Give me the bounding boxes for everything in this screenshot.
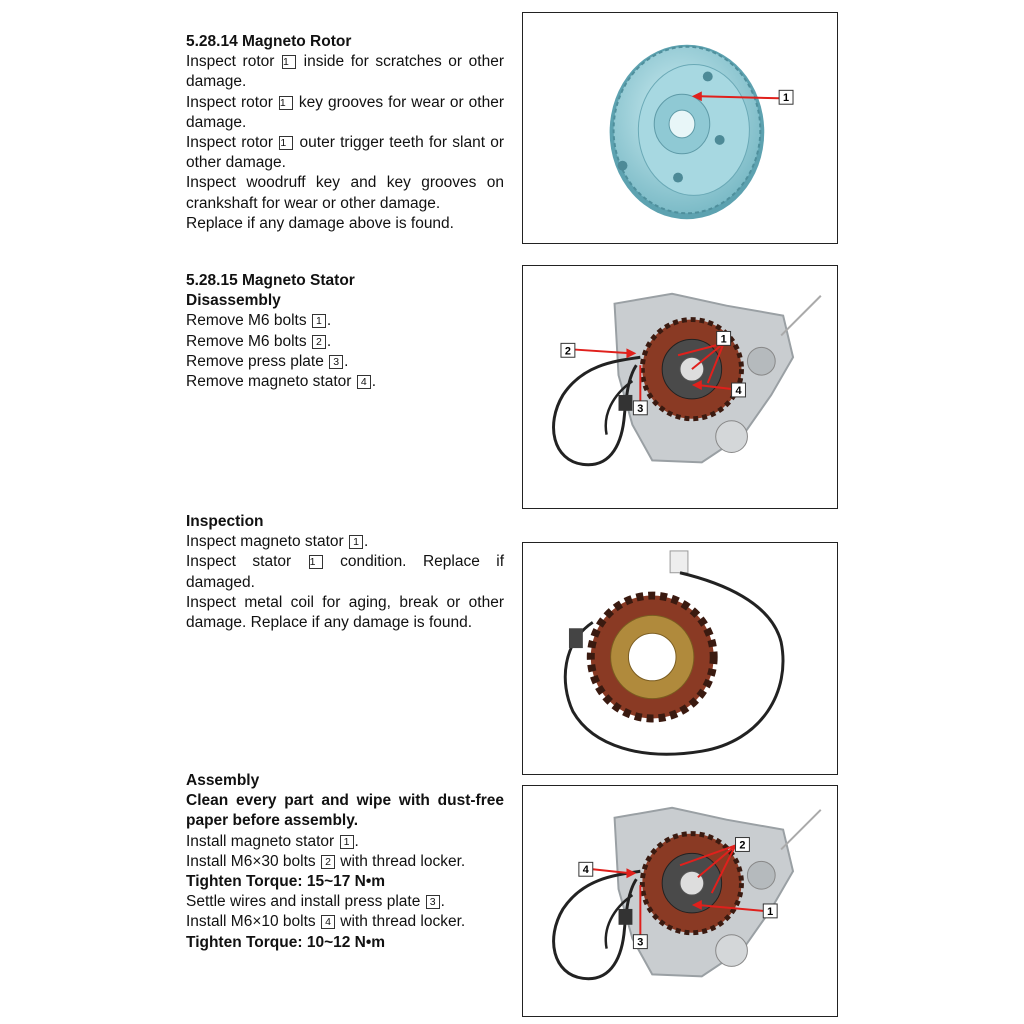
stator-assembly-illustration: 1 2 3 4 xyxy=(552,806,822,981)
callout-label-3: 3 xyxy=(637,937,643,949)
rotor-line-1: Inspect rotor 1 inside for scratches or … xyxy=(186,53,504,91)
stator-inspection-figure xyxy=(522,542,838,775)
callout-label-1: 1 xyxy=(767,906,773,918)
rotor-line-3: Inspect rotor 1 outer trigger teeth for … xyxy=(186,134,505,172)
callout-label-4: 4 xyxy=(735,385,741,397)
callout-ref-1: 1 xyxy=(279,136,294,151)
assembly-heading: Assembly xyxy=(186,772,260,789)
callout-ref-1: 1 xyxy=(278,95,293,110)
callout-label-3: 3 xyxy=(637,403,643,415)
assembly-line-1: Install magneto stator 1. xyxy=(186,832,359,850)
assembly-text: Assembly Clean every part and wipe with … xyxy=(186,771,504,953)
rotor-figure: 1 xyxy=(522,12,838,244)
callout-ref-4: 4 xyxy=(356,375,371,390)
torque-2: Tighten Torque: 10~12 N•m xyxy=(186,933,386,951)
callout-ref-1: 1 xyxy=(308,555,323,570)
callout-label-1: 1 xyxy=(721,333,727,345)
callout-ref-1: 1 xyxy=(348,535,363,550)
assembly-line-4: Install M6×10 bolts 4 with thread locker… xyxy=(186,913,466,931)
callout-label-1: 1 xyxy=(783,92,789,104)
inspection-line-3: Inspect metal coil for aging, break or o… xyxy=(186,593,504,632)
stator-disassembly-figure: 1 2 3 4 xyxy=(522,265,838,509)
callout-ref-1: 1 xyxy=(282,55,297,70)
assembly-line-2: Install M6×30 bolts 2 with thread locker… xyxy=(186,852,466,870)
stator-text: 5.28.15 Magneto Stator Disassembly Remov… xyxy=(186,271,504,392)
inspection-text: Inspection Inspect magneto stator 1. Ins… xyxy=(186,512,504,633)
callout-ref-1: 1 xyxy=(311,314,326,329)
callout-label-4: 4 xyxy=(583,864,589,876)
rotor-line-2: Inspect rotor 1 key grooves for wear or … xyxy=(186,93,504,131)
callout-ref-2: 2 xyxy=(320,854,335,869)
rotor-line-5: Replace if any damage above is found. xyxy=(186,214,454,232)
rotor-heading: 5.28.14 Magneto Rotor xyxy=(186,33,352,50)
callout-ref-2: 2 xyxy=(311,334,326,349)
callout-ref-3: 3 xyxy=(425,895,440,910)
callout-ref-3: 3 xyxy=(329,354,344,369)
stator-assembly-figure: 1 2 3 4 xyxy=(522,785,838,1017)
callout-label-2: 2 xyxy=(739,839,745,851)
stator-line-4: Remove magneto stator 4. xyxy=(186,373,377,391)
stator-line-2: Remove M6 bolts 2. xyxy=(186,332,332,350)
assembly-note: Clean every part and wipe with dust-free… xyxy=(186,792,504,830)
callout-label-2: 2 xyxy=(565,345,571,357)
inspection-line-2: Inspect stator 1 condition. Replace if d… xyxy=(186,553,505,591)
assembly-line-3: Settle wires and install press plate 3. xyxy=(186,893,445,911)
callout-arrow xyxy=(699,95,780,100)
callout-ref-1: 1 xyxy=(339,834,354,849)
stator-heading: 5.28.15 Magneto Stator xyxy=(186,272,355,289)
disassembly-subheading: Disassembly xyxy=(186,292,281,310)
stator-line-3: Remove press plate 3. xyxy=(186,352,349,370)
stator-disassembly-illustration: 1 2 3 4 xyxy=(552,292,822,467)
callout-ref-4: 4 xyxy=(320,915,335,930)
rotor-text: 5.28.14 Magneto Rotor Inspect rotor 1 in… xyxy=(186,32,504,234)
stator-line-1: Remove M6 bolts 1. xyxy=(186,312,332,330)
torque-1: Tighten Torque: 15~17 N•m xyxy=(186,873,386,891)
stator-inspection-illustration xyxy=(563,550,785,756)
rotor-illustration: 1 xyxy=(609,44,794,220)
inspection-line-1: Inspect magneto stator 1. xyxy=(186,533,369,551)
inspection-heading: Inspection xyxy=(186,513,264,530)
rotor-line-4: Inspect woodruff key and key grooves on … xyxy=(186,174,504,212)
